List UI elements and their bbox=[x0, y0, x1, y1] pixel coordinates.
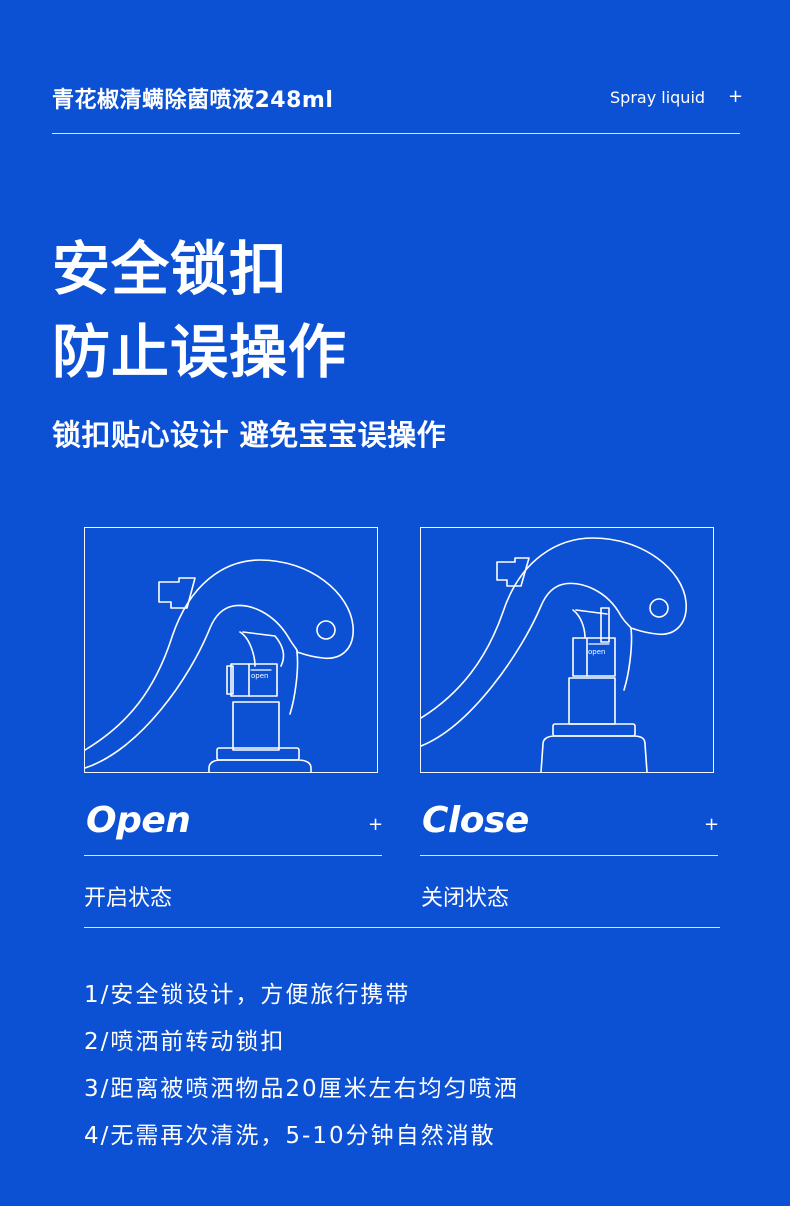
close-state-frame: open bbox=[420, 527, 714, 773]
feature-item: 2/喷洒前转动锁扣 bbox=[84, 1029, 286, 1055]
feature-item: 1/安全锁设计，方便旅行携带 bbox=[84, 982, 411, 1008]
header-plus-icon: + bbox=[728, 86, 744, 107]
close-divider bbox=[420, 855, 718, 856]
features-divider bbox=[84, 927, 720, 928]
product-subtitle: Spray liquid bbox=[610, 88, 706, 107]
close-tag-label: open bbox=[588, 648, 605, 656]
open-divider bbox=[84, 855, 382, 856]
open-plus-icon: + bbox=[368, 814, 384, 835]
close-caption: 关闭状态 bbox=[421, 886, 510, 911]
headline-line-1: 安全锁扣 bbox=[52, 235, 289, 303]
open-caption: 开启状态 bbox=[84, 886, 173, 911]
feature-item: 3/距离被喷洒物品20厘米左右均匀喷洒 bbox=[84, 1076, 519, 1102]
close-plus-icon: + bbox=[704, 814, 720, 835]
open-tag-label: open bbox=[251, 672, 268, 680]
sprayer-closed-icon: open bbox=[421, 537, 687, 772]
open-state-frame: open bbox=[84, 527, 378, 773]
sprayer-open-icon: open bbox=[85, 559, 354, 772]
headline-line-2: 防止误操作 bbox=[52, 318, 348, 386]
header-divider bbox=[52, 133, 740, 134]
close-title: Close bbox=[422, 800, 529, 841]
product-title: 青花椒清螨除菌喷液248ml bbox=[52, 88, 334, 113]
feature-item: 4/无需再次清洗，5-10分钟自然消散 bbox=[84, 1123, 496, 1149]
subheadline: 锁扣贴心设计 避免宝宝误操作 bbox=[52, 418, 447, 452]
open-title: Open bbox=[86, 800, 191, 841]
